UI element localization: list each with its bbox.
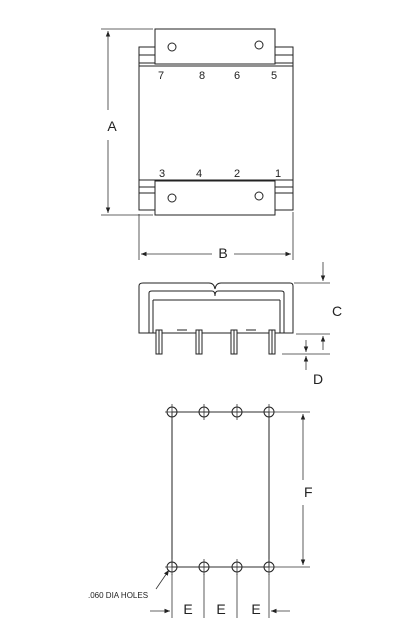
dimension-e-label-1: E <box>183 601 192 617</box>
hole-pattern-view: F E E E .060 DIA HOLES <box>88 404 313 618</box>
dimension-c-label: C <box>332 303 342 319</box>
bottom-mounting-flange <box>154 180 276 216</box>
hole-row-bottom <box>165 559 276 575</box>
mounting-hole <box>254 40 264 50</box>
pin-label-2: 2 <box>234 168 240 180</box>
hole-row-top <box>165 404 276 420</box>
dimension-f-label: F <box>304 484 313 500</box>
side-view: C D <box>138 262 342 387</box>
pin-label-7: 7 <box>158 70 164 82</box>
pin-label-1: 1 <box>275 168 281 180</box>
hole-note: .060 DIA HOLES <box>88 591 148 600</box>
mounting-hole <box>254 191 264 201</box>
dimension-b-label: B <box>218 245 227 261</box>
pin-label-5: 5 <box>271 70 277 82</box>
pin-label-4: 4 <box>196 168 202 180</box>
top-view: 7 8 6 5 3 4 2 1 A B <box>101 28 294 261</box>
dimension-e-label-2: E <box>216 601 225 617</box>
pin-label-8: 8 <box>199 70 205 82</box>
dimension-a-label: A <box>107 118 117 134</box>
pin-label-6: 6 <box>234 70 240 82</box>
top-mounting-flange <box>154 28 276 65</box>
pin-label-3: 3 <box>159 168 165 180</box>
side-body <box>138 282 294 334</box>
dimension-d-label: D <box>313 371 323 387</box>
mounting-hole <box>167 42 177 52</box>
dimension-e-label-3: E <box>251 601 260 617</box>
hole-note-leader <box>155 569 170 590</box>
hole-pattern-outline <box>171 411 270 568</box>
mounting-hole <box>167 193 177 203</box>
